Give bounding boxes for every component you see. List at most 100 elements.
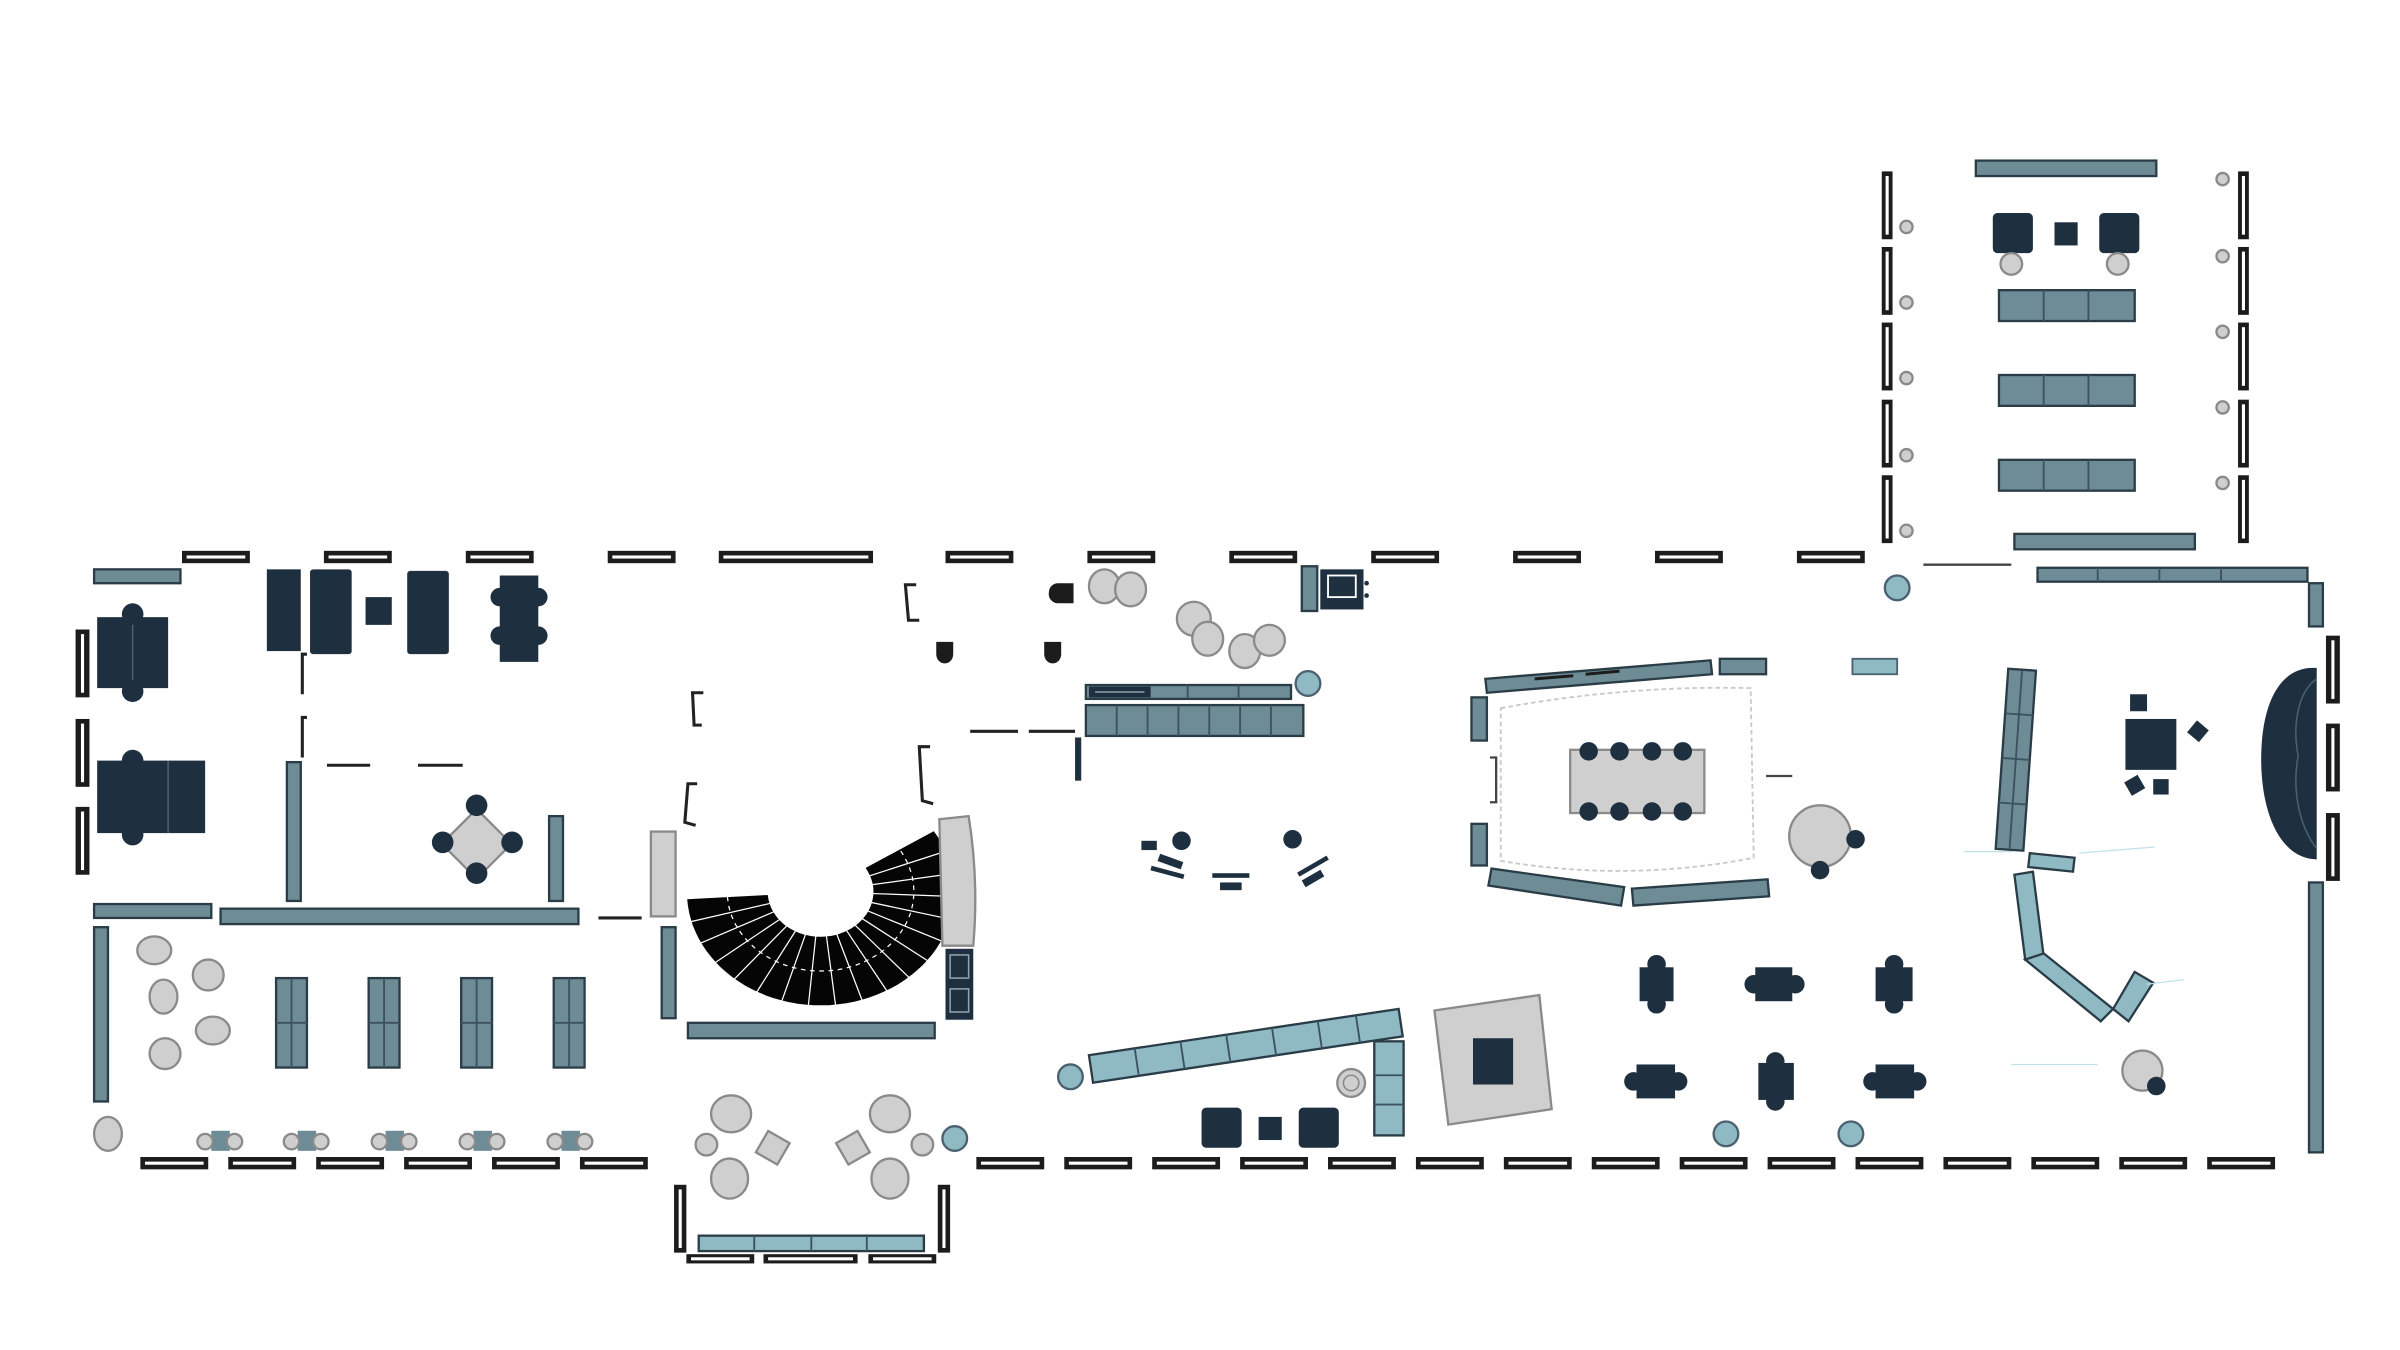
credenza-east-wall-2 bbox=[2307, 881, 2325, 1154]
window-glass bbox=[186, 555, 246, 559]
window-glass bbox=[470, 555, 530, 559]
window-glass bbox=[2123, 1161, 2183, 1165]
kitchen-upper-counter bbox=[1084, 683, 1293, 701]
east-lounge bbox=[1883, 563, 2325, 1154]
long-reception-counter bbox=[1087, 1007, 1405, 1084]
window-glass bbox=[1375, 555, 1435, 559]
window-glass bbox=[723, 555, 869, 559]
plant-icon bbox=[1712, 1120, 1740, 1148]
credenza-east-north bbox=[2036, 566, 2309, 583]
window-glass bbox=[80, 811, 85, 871]
conference-credenza-north bbox=[1484, 659, 1714, 694]
two-seat-table-5 bbox=[1758, 1052, 1794, 1111]
nook-chair-1 bbox=[709, 1094, 753, 1134]
stair-credenza-west bbox=[660, 926, 677, 1020]
wing-east-columns bbox=[2215, 171, 2230, 491]
window-glass bbox=[1772, 1161, 1831, 1165]
window-glass bbox=[1659, 555, 1719, 559]
kitchen-lounge-chairs bbox=[1087, 568, 1286, 670]
desk-bench-2 bbox=[367, 976, 401, 1069]
wing-stool-left bbox=[1999, 251, 2024, 276]
window-glass bbox=[1156, 1161, 1216, 1165]
stair-tread bbox=[867, 910, 942, 942]
nook-side-table-1 bbox=[754, 1129, 792, 1167]
door-swing-icon bbox=[300, 652, 642, 920]
conference-rug bbox=[1499, 686, 1755, 872]
side-table-office bbox=[365, 597, 392, 625]
window-glass bbox=[584, 1161, 644, 1165]
curved-bench bbox=[2261, 667, 2317, 860]
wing-stool-right bbox=[2105, 251, 2130, 276]
two-seat-table-4 bbox=[1624, 1064, 1688, 1099]
window-glass bbox=[2241, 327, 2245, 386]
plant-icon bbox=[1883, 574, 1911, 602]
stair-tread bbox=[690, 902, 771, 923]
wing-credenza-top bbox=[1974, 159, 2158, 178]
credenza-east-wall-1 bbox=[2307, 582, 2325, 628]
nook-chair-3 bbox=[868, 1094, 912, 1134]
wing-armchair-left bbox=[1992, 213, 2033, 254]
window-icon bbox=[75, 171, 2340, 1264]
window-glass bbox=[1860, 1161, 1919, 1165]
two-seat-table-3 bbox=[1875, 954, 1913, 1014]
credenza-south-divider bbox=[219, 907, 580, 926]
desk-bench-4 bbox=[552, 976, 586, 1069]
nook-side-table-2 bbox=[834, 1129, 872, 1167]
four-seat-table-office bbox=[490, 575, 548, 662]
window-glass bbox=[1092, 555, 1151, 559]
conference-chairs bbox=[1579, 742, 1693, 821]
window-glass bbox=[496, 1161, 556, 1165]
window-glass bbox=[873, 1257, 932, 1261]
conference-credenza-south-1 bbox=[1487, 867, 1626, 907]
window-glass bbox=[2241, 479, 2245, 539]
partition-east bbox=[547, 814, 565, 903]
two-seat-table-2 bbox=[1744, 967, 1805, 1002]
counter-return bbox=[1373, 1040, 1405, 1137]
two-seat-table-1 bbox=[1639, 954, 1674, 1014]
display-plinth bbox=[1433, 993, 1553, 1126]
window-glass bbox=[2331, 817, 2335, 877]
storage-unit bbox=[945, 948, 974, 1020]
nook-chair-2 bbox=[709, 1157, 750, 1200]
window-glass bbox=[1948, 1161, 2007, 1165]
stair-tread bbox=[871, 901, 951, 920]
window-glass bbox=[1801, 555, 1861, 559]
bookcase-3 bbox=[407, 570, 449, 655]
plant-icon bbox=[1837, 1120, 1865, 1148]
kitchen-post bbox=[1075, 737, 1082, 781]
window-glass bbox=[950, 555, 1009, 559]
reception-side-table bbox=[1258, 1116, 1282, 1141]
nook-banquette bbox=[697, 1234, 926, 1253]
window-glass bbox=[678, 1189, 682, 1249]
lounge-chairs-west bbox=[92, 935, 231, 1152]
toilet-icon bbox=[1048, 583, 1074, 604]
window-glass bbox=[942, 1189, 946, 1249]
wing-armchair-right bbox=[2099, 213, 2140, 254]
two-seat-table-6 bbox=[1863, 1064, 1927, 1099]
window-glass bbox=[1885, 479, 1889, 539]
stair-tread bbox=[700, 911, 775, 944]
lounge-sofa-north bbox=[1994, 667, 2038, 852]
conference-credenza-west-2 bbox=[1470, 822, 1489, 867]
desk-cluster-west bbox=[97, 749, 206, 846]
door-swing-icon bbox=[683, 583, 1076, 827]
credenza-west-wall bbox=[92, 926, 110, 1103]
nook-chair-4 bbox=[870, 1157, 910, 1200]
window-glass bbox=[2241, 404, 2245, 463]
window-glass bbox=[1517, 555, 1577, 559]
window-glass bbox=[1420, 1161, 1480, 1165]
window-glass bbox=[1244, 1161, 1304, 1165]
window-glass bbox=[1885, 176, 1889, 235]
wing-side-table bbox=[2054, 222, 2078, 246]
plant-icon bbox=[941, 1125, 969, 1152]
stair-bench-west bbox=[649, 830, 677, 918]
scattered-stools bbox=[1141, 830, 1329, 891]
round-table-reception bbox=[1788, 804, 1865, 880]
window-glass bbox=[232, 1161, 292, 1165]
sink-east bbox=[1044, 641, 1062, 664]
reception-armchair-right bbox=[1298, 1107, 1339, 1148]
window-glass bbox=[320, 1161, 380, 1165]
spiral-stair bbox=[649, 583, 1076, 1040]
credenza-west-divider bbox=[92, 902, 213, 920]
